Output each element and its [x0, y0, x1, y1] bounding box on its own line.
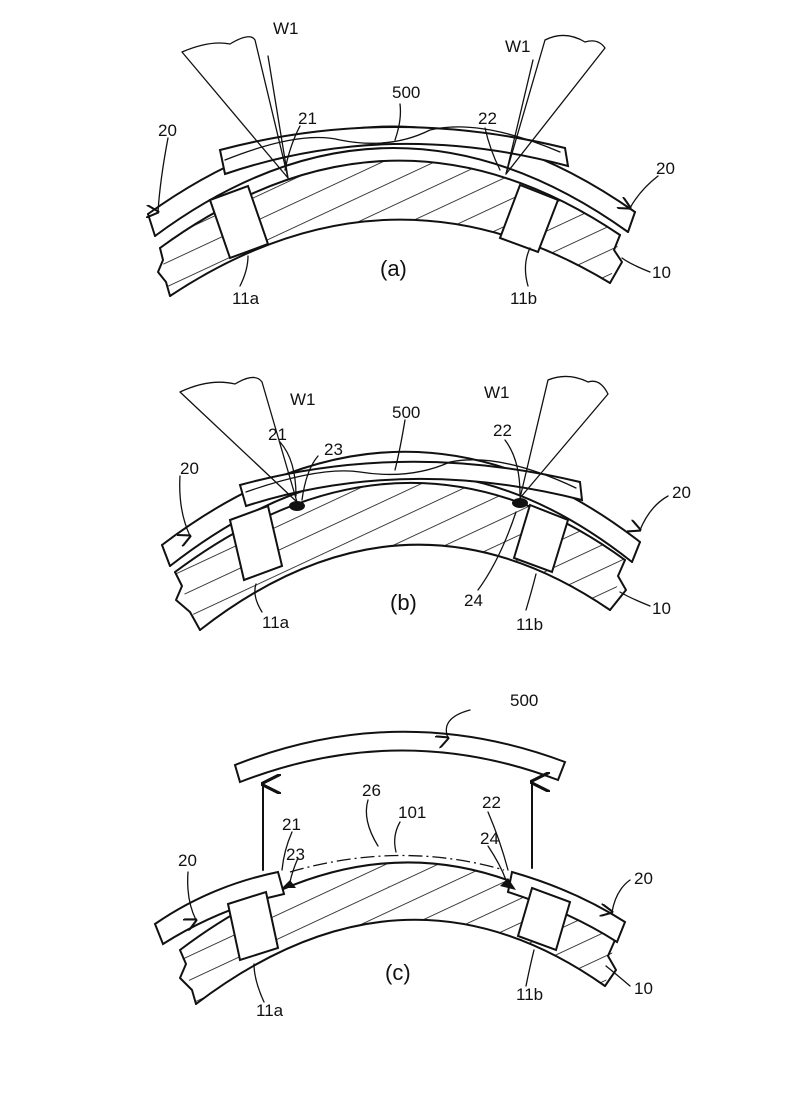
label-24: 24	[464, 591, 483, 610]
label-101: 101	[398, 803, 426, 822]
leader-lines	[188, 709, 631, 1003]
caption-b: (b)	[390, 590, 417, 615]
leader-lines	[158, 103, 659, 287]
weld-bead-24	[512, 498, 528, 508]
label-22: 22	[493, 421, 512, 440]
removed-plate-500	[233, 730, 567, 784]
caption-c: (c)	[385, 960, 411, 985]
label-20-right: 20	[634, 869, 653, 888]
label-11a: 11a	[232, 289, 260, 308]
label-500: 500	[510, 691, 538, 710]
labels-c: 500 26 101 21 23 22 24 20 20 11a 11b 10 …	[178, 691, 653, 1020]
caption-a: (a)	[380, 256, 407, 281]
laser-beams	[179, 375, 609, 503]
label-20-left: 20	[180, 459, 199, 478]
weld-beads	[282, 878, 516, 890]
cutout-plate-500	[238, 459, 584, 508]
hole-11b	[498, 183, 560, 254]
leader-lines	[180, 419, 669, 613]
label-20-left: 20	[158, 121, 177, 140]
label-11b: 11b	[516, 615, 543, 634]
label-20-right: 20	[672, 483, 691, 502]
panel-b: W1 W1 500 21 23 22 20 20 24 11a 11b 10 (…	[161, 375, 691, 634]
label-w1-left: W1	[290, 390, 316, 409]
lift-arrows	[263, 782, 532, 871]
label-21: 21	[268, 425, 287, 444]
hole-11b	[516, 886, 572, 952]
hole-11b	[512, 503, 570, 574]
label-23: 23	[286, 845, 305, 864]
labels-a: W1 W1 500 21 22 20 20 11a 11b 10 (a)	[158, 19, 675, 308]
label-500: 500	[392, 403, 420, 422]
weld-bead-23	[282, 880, 296, 888]
weld-bead-24	[500, 878, 516, 890]
weld-beads	[289, 498, 528, 511]
hole-11a	[208, 184, 270, 260]
panel-a: W1 W1 500 21 22 20 20 11a 11b 10 (a)	[148, 19, 675, 308]
labels-b: W1 W1 500 21 23 22 20 20 24 11a 11b 10 (…	[180, 383, 691, 634]
panel-c: 500 26 101 21 23 22 24 20 20 11a 11b 10 …	[153, 691, 653, 1020]
label-22: 22	[482, 793, 501, 812]
label-w1-right: W1	[505, 37, 531, 56]
hole-11a	[228, 504, 284, 582]
label-500: 500	[392, 83, 420, 102]
label-23: 23	[324, 440, 343, 459]
label-w1-left: W1	[273, 19, 299, 38]
label-20-left: 20	[178, 851, 197, 870]
weld-bead-23	[289, 501, 305, 511]
label-10: 10	[634, 979, 653, 998]
label-20-right: 20	[656, 159, 675, 178]
opening-line-101	[289, 854, 505, 873]
label-22: 22	[478, 109, 497, 128]
label-26: 26	[362, 781, 381, 800]
label-11b: 11b	[510, 289, 537, 308]
laser-beams	[181, 34, 606, 179]
label-10: 10	[652, 263, 671, 282]
cutout-plate-500	[218, 126, 570, 176]
label-10: 10	[652, 599, 671, 618]
label-w1-right: W1	[484, 383, 510, 402]
hole-11a	[226, 890, 280, 962]
label-24: 24	[480, 829, 499, 848]
label-11a: 11a	[262, 613, 290, 632]
label-11a: 11a	[256, 1001, 284, 1020]
label-21: 21	[282, 815, 301, 834]
label-21: 21	[298, 109, 317, 128]
label-11b: 11b	[516, 985, 543, 1004]
